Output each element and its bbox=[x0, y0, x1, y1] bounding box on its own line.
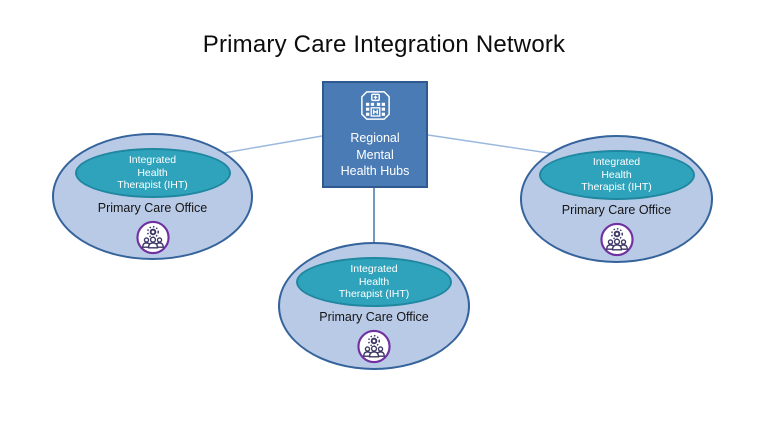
therapist-label-line: Health bbox=[137, 166, 168, 179]
care-team-gear-icon bbox=[357, 329, 391, 364]
office-node-right: Integrated Health Therapist (IHT) Primar… bbox=[520, 135, 713, 263]
hub-node-regional-mental-health-hubs: Regional Mental Health Hubs bbox=[322, 81, 428, 188]
office-label: Primary Care Office bbox=[97, 201, 208, 215]
connector-hub-to-right-office bbox=[427, 134, 556, 155]
therapist-ellipse: Integrated Health Therapist (IHT) bbox=[538, 150, 695, 200]
hub-label-line: Health Hubs bbox=[340, 164, 410, 178]
office-node-bottom: Integrated Health Therapist (IHT) Primar… bbox=[278, 242, 470, 370]
therapist-ellipse: Integrated Health Therapist (IHT) bbox=[296, 257, 452, 307]
therapist-label-line: Therapist (IHT) bbox=[581, 181, 652, 194]
office-label: Primary Care Office bbox=[319, 310, 429, 324]
hub-label-line: Mental bbox=[356, 147, 394, 162]
care-team-gear-icon bbox=[135, 220, 170, 255]
page-title: Primary Care Integration Network bbox=[202, 31, 566, 58]
therapist-label-line: Integrated bbox=[350, 263, 398, 276]
therapist-label-line: Integrated bbox=[128, 154, 177, 167]
office-label: Primary Care Office bbox=[561, 203, 672, 217]
therapist-label-line: Integrated bbox=[592, 156, 641, 169]
therapist-label-line: Health bbox=[601, 168, 632, 181]
therapist-label-line: Therapist (IHT) bbox=[117, 179, 188, 192]
hub-label-line: Regional bbox=[350, 131, 400, 145]
hub-label: Regional Mental Health Hubs bbox=[341, 130, 410, 180]
care-team-gear-icon bbox=[599, 222, 634, 257]
hospital-icon bbox=[360, 91, 390, 120]
office-node-left: Integrated Health Therapist (IHT) Primar… bbox=[52, 133, 253, 260]
therapist-label-line: Health bbox=[358, 275, 390, 288]
therapist-ellipse: Integrated Health Therapist (IHT) bbox=[74, 148, 231, 198]
therapist-label-line: Therapist (IHT) bbox=[338, 288, 410, 301]
connector-hub-to-left-office bbox=[217, 135, 323, 155]
